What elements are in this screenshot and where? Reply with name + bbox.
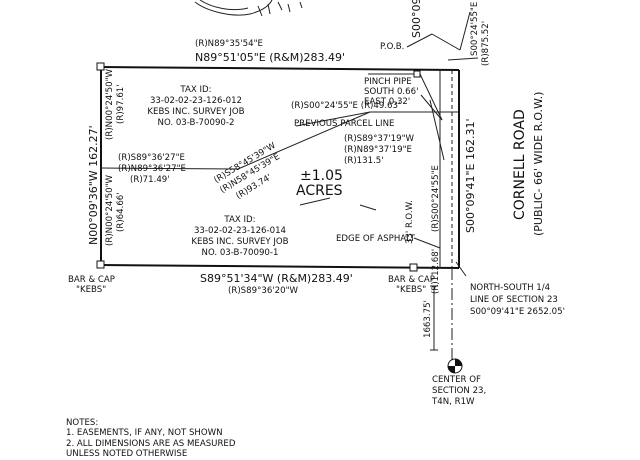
section-line-line2: LINE OF SECTION 23	[470, 295, 558, 305]
bar-cap-left-line1: BAR & CAP	[68, 275, 115, 285]
section-center-symbol	[447, 358, 463, 374]
distance-1663-label: 1663.75'	[423, 300, 433, 338]
corner-markers	[96, 62, 421, 272]
top-right-distance: (R)875.52'	[481, 21, 491, 66]
pinch-pipe-line3: EAST 0.32'	[364, 97, 410, 107]
tax-north-line3: KEBS INC. SURVEY JOB	[147, 107, 244, 117]
record-s00-4963-label: (R)S00°24'55"E (R)49.63'	[291, 101, 400, 111]
west-record-n00-low-label: (R)N00°24'50"W	[105, 174, 115, 246]
notes-line2: 2. ALL DIMENSIONS ARE AS MEASURED	[66, 438, 236, 449]
west-record-n89-label: (R)N89°36'27"E	[118, 164, 186, 174]
center-line1: CENTER OF	[432, 375, 481, 385]
tax-north-line2: 33-02-02-23-126-012	[150, 96, 242, 106]
tax-south-line1: TAX ID:	[223, 215, 255, 225]
tax-south-line2: 33-02-02-23-126-014	[194, 226, 286, 236]
record-n89-37-label: (R)N89°37'19"E	[344, 145, 412, 155]
bar-cap-left-line2: "KEBS"	[76, 285, 106, 295]
west-record-n00-label: (R)N00°24'50"W	[105, 68, 115, 140]
notes-title: NOTES:	[66, 418, 99, 428]
bar-cap-right-line2: "KEBS"	[396, 285, 426, 295]
west-bearing-label: N00°09'36"W 162.27'	[87, 125, 100, 245]
bottom-bearing-measured: S89°51'34"W (R&M)283.49'	[200, 272, 353, 285]
section-line-line3: S00°09'41"E 2652.05'	[470, 307, 565, 317]
pinch-pipe-line2: SOUTH 0.66'	[364, 87, 418, 97]
bar-cap-right-marker	[409, 263, 418, 272]
pob-label: P.O.B.	[380, 42, 404, 52]
parcel-boundary	[100, 66, 460, 269]
row-33-label: 33' R.O.W.	[405, 200, 415, 244]
previous-parcel-line-label: PREVIOUS PARCEL LINE	[294, 119, 394, 129]
east-bearing-label: S00°09'41"E 162.31'	[464, 118, 477, 233]
tax-north-line4: NO. 03-B-70090-2	[158, 118, 235, 128]
acres-value: ±1.05	[300, 168, 343, 184]
section-line-line1: NORTH-SOUTH 1/4	[470, 283, 550, 293]
center-line3: T4N, R1W	[431, 397, 475, 407]
top-right-bearing-b: S00°24'55"E	[470, 2, 480, 56]
record-1315-label: (R)131.5'	[344, 156, 384, 166]
notes-line3: UNLESS NOTED OTHERWISE	[66, 449, 188, 460]
bar-cap-left-marker	[96, 260, 105, 269]
top-bearing-measured: N89°51'05"E (R&M)283.49'	[195, 51, 345, 64]
tax-north-line1: TAX ID:	[179, 85, 211, 95]
bottom-bearing-record: (R)S89°36'20"W	[228, 286, 299, 296]
scribble-graphic	[194, 0, 303, 17]
pinch-pipe-line1: PINCH PIPE	[364, 77, 412, 87]
tax-south-line4: NO. 03-B-70090-1	[202, 248, 279, 258]
road-name: CORNELL ROAD	[512, 109, 528, 220]
corner-nw-marker	[96, 62, 105, 71]
east-record-s00-label: (R)S00°24'55"E	[431, 165, 441, 232]
edge-of-asphalt-label: EDGE OF ASPHALT	[336, 234, 416, 244]
pinch-pipe-marker	[413, 70, 421, 78]
west-record-9761-label: (R)97.61'	[116, 84, 126, 124]
west-record-6466-label: (R)64.66'	[116, 192, 126, 232]
notes-block: NOTES: 1. EASEMENTS, IF ANY, NOT SHOWN 2…	[66, 418, 235, 460]
top-right-bearing-a: S00°09'4	[410, 0, 423, 38]
acres-unit: ACRES	[296, 183, 343, 199]
bar-cap-right-line1: BAR & CAP	[388, 275, 435, 285]
record-s89-37-label: (R)S89°37'19"W	[344, 134, 415, 144]
east-record-11268-label: (R)112.68'	[431, 249, 441, 294]
notes-line1: 1. EASEMENTS, IF ANY, NOT SHOWN	[66, 428, 223, 439]
west-record-7149-label: (R)71.49'	[130, 175, 170, 185]
top-bearing-record: (R)N89°35'54"E	[195, 39, 263, 49]
west-record-s89-label: (R)S89°36'27"E	[118, 153, 185, 163]
road-subtitle: (PUBLIC- 66' WIDE R.O.W.)	[532, 92, 545, 236]
tax-south-line3: KEBS INC. SURVEY JOB	[191, 237, 288, 247]
interior-lines	[100, 11, 479, 372]
center-line2: SECTION 23,	[432, 386, 486, 396]
